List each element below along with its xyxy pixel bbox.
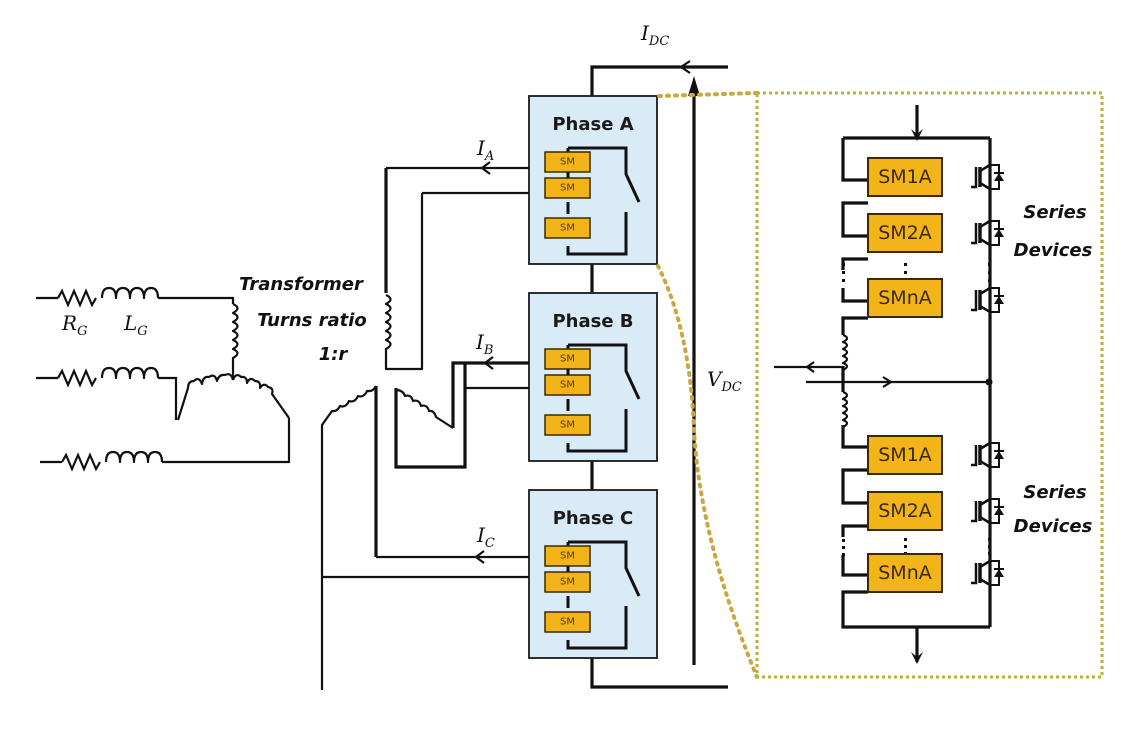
arrow-left-icon (483, 356, 494, 370)
phase-title: Phase A (552, 114, 633, 135)
arm-inductor-icon (841, 390, 849, 429)
arrow-up-icon (688, 76, 700, 96)
winding-coil-icon (395, 388, 454, 429)
arm-inductor-icon (841, 333, 849, 372)
arrow-left-icon (679, 60, 691, 74)
vdc-label: VDC (707, 367, 742, 395)
transformer-label-line2: Turns ratio (257, 310, 367, 331)
inductor-icon (100, 286, 160, 300)
series-devices-label-lower-1: Series (1023, 482, 1086, 503)
arrow-right-icon (882, 376, 894, 388)
upper-submodule-label: SMnA (878, 287, 932, 309)
igbt-switch-icon (971, 219, 1004, 247)
idc-label: IDC (640, 21, 669, 49)
submodule-box (544, 611, 591, 633)
lower-submodule (867, 553, 943, 593)
submodule-label: SM (560, 354, 575, 365)
ia-label: IA (476, 136, 494, 164)
upper-submodule (867, 213, 943, 253)
series-devices-label-lower-2: Devices (1014, 516, 1093, 537)
lower-submodule-label: SM2A (878, 500, 932, 522)
phase-title: Phase C (553, 508, 634, 529)
submodule-label: SM (560, 617, 575, 628)
submodule-box (544, 414, 591, 436)
upper-submodule-label: SM1A (878, 166, 932, 188)
igbt-switch-icon (971, 441, 1004, 469)
arrow-left-icon (480, 161, 491, 175)
phase-blocks: Phase A SM SM SM Phase B SM SM SM Phase C SM SM SM (528, 95, 658, 659)
transformer-label: Transformer Turns ratio 1:r (239, 274, 367, 365)
resistor-icon (57, 288, 97, 308)
upper-submodule (867, 157, 943, 197)
resistor-icon (61, 452, 101, 472)
series-devices-label-upper-1: Series (1023, 202, 1086, 223)
submodule-box (544, 217, 591, 239)
lower-submodule (867, 491, 943, 531)
inductor-icon (100, 366, 160, 380)
dc-bus: IDC VDC (590, 21, 742, 689)
phase-block-c: Phase C SM SM SM (528, 489, 658, 659)
resistor-icon (57, 368, 97, 388)
zoom-callout (656, 91, 1104, 679)
phase-title: Phase B (552, 311, 633, 332)
igbt-switch-icon (971, 286, 1004, 314)
transformer-primary-wye (176, 302, 290, 421)
submodule-label: SM (560, 577, 575, 588)
upper-submodule-label: SM2A (878, 222, 932, 244)
lower-submodule-label: SM1A (878, 444, 932, 466)
detail-border (755, 91, 1104, 679)
grid-source: RG LG (36, 286, 291, 472)
submodule-label: SM (560, 157, 575, 168)
lower-submodule (867, 435, 943, 475)
ib-label: IB (475, 330, 493, 358)
transformer-label-line1: Transformer (239, 274, 364, 295)
zoom-connector-bottom (656, 264, 759, 679)
rg-label: RG (61, 311, 87, 339)
phase-block-b: Phase B SM SM SM (528, 292, 658, 462)
arrow-left-icon (474, 550, 485, 564)
inductor-icon (104, 450, 164, 464)
igbt-switch-icon (971, 497, 1004, 525)
series-devices-label-upper-2: Devices (1014, 240, 1093, 261)
igbt-switch-icon (971, 559, 1004, 587)
submodule-label: SM (560, 183, 575, 194)
winding-coil-icon (176, 373, 235, 421)
igbt-switch-icon (971, 163, 1004, 191)
submodule-label: SM (560, 223, 575, 234)
upper-submodule (867, 278, 943, 318)
arrow-down-icon (911, 129, 923, 141)
phase-block-a: Phase A SM SM SM (528, 95, 658, 265)
winding-coil-icon (384, 193, 424, 371)
arrow-left-icon (805, 361, 815, 373)
transformer-label-line3: 1:r (319, 344, 349, 365)
submodule-label: SM (560, 551, 575, 562)
lower-submodule-label: SMnA (878, 562, 932, 584)
zoom-connector-top (657, 91, 759, 98)
ic-label: IC (476, 523, 495, 551)
ac-connections: IA IB IC (322, 136, 529, 579)
submodule-label: SM (560, 420, 575, 431)
winding-coil-icon (231, 302, 239, 380)
winding-coil-icon (231, 373, 290, 419)
arrow-down-icon (911, 652, 923, 664)
lg-label: LG (123, 311, 148, 339)
submodule-label: SM (560, 380, 575, 391)
transformer-secondary (320, 168, 533, 690)
